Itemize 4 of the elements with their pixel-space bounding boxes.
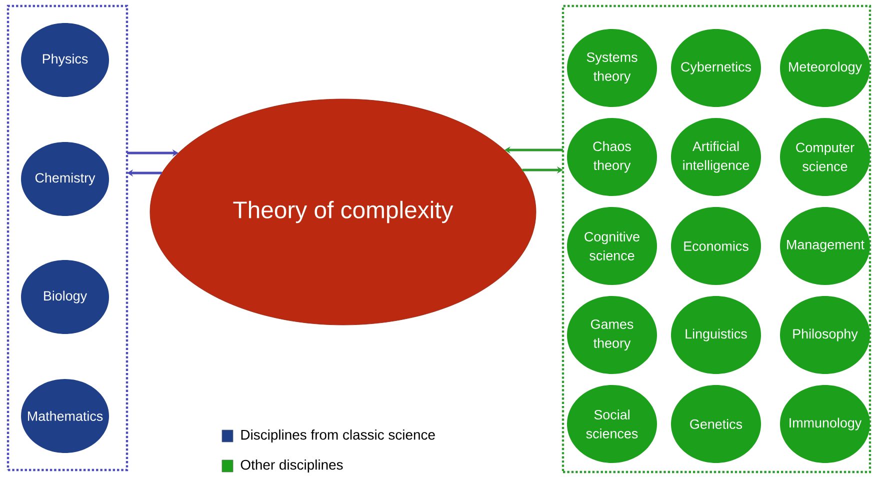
- legend-label: Disciplines from classic science: [241, 430, 435, 442]
- group-frame: [6, 4, 128, 472]
- legend-label: Other disciplines: [240, 460, 343, 472]
- group-frame: [562, 4, 872, 474]
